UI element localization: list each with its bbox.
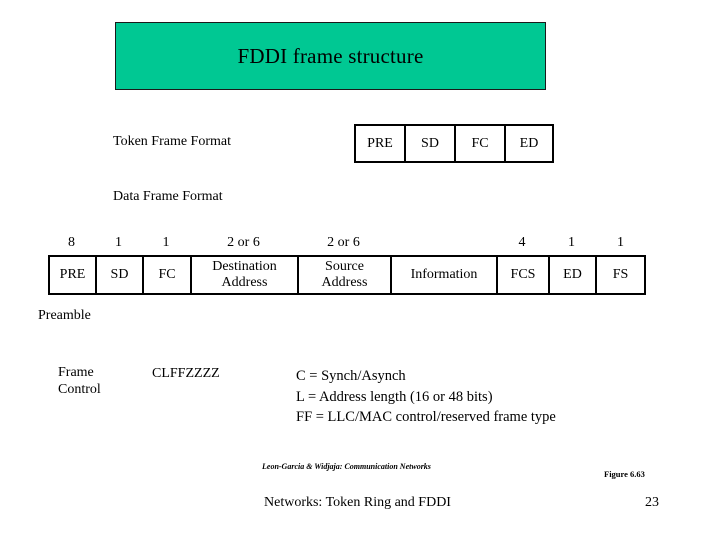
size-label-pre: 8	[68, 235, 75, 250]
data-field-fcs: FCS	[496, 255, 548, 295]
token-field-fc: FC	[454, 124, 504, 163]
data-field-fc: FC	[142, 255, 190, 295]
figure-number-label: Figure 6.63	[604, 469, 645, 479]
preamble-annotation: Preamble	[38, 308, 91, 323]
frame-control-legend: C = Synch/Asynch L = Address length (16 …	[296, 366, 556, 428]
size-label-source-address: 2 or 6	[327, 235, 360, 250]
token-field-ed: ED	[504, 124, 554, 163]
source-address-line1: Source	[325, 259, 364, 275]
token-field-pre: PRE	[354, 124, 404, 163]
footer-page-number: 23	[645, 495, 659, 510]
slide-title-banner: FDDI frame structure	[115, 22, 546, 90]
attribution-authors: Leon-Garcia & Widjaja:	[262, 462, 343, 471]
data-field-source-address: Source Address	[297, 255, 390, 295]
frame-control-bits: CLFFZZZZ	[152, 366, 220, 381]
size-label-ed: 1	[568, 235, 575, 250]
data-frame-diagram: PRE SD FC Destination Address Source Add…	[48, 255, 646, 295]
size-label-fc: 1	[162, 235, 170, 250]
data-field-ed: ED	[548, 255, 595, 295]
token-frame-format-label: Token Frame Format	[113, 134, 231, 149]
data-field-fs: FS	[595, 255, 646, 295]
token-frame-diagram: PRE SD FC ED	[354, 124, 554, 163]
destination-address-line1: Destination	[212, 259, 277, 275]
frame-control-line2: Control	[58, 381, 101, 397]
legend-line-ff: FF = LLC/MAC control/reserved frame type	[296, 409, 556, 426]
page-title: FDDI frame structure	[237, 43, 424, 68]
frame-control-line1: Frame	[58, 365, 94, 380]
source-attribution: Leon-Garcia & Widjaja: Communication Net…	[262, 463, 431, 471]
size-label-fcs: 4	[518, 235, 526, 250]
legend-line-c: C = Synch/Asynch	[296, 368, 406, 384]
footer-subject-label: Networks: Token Ring and FDDI	[264, 495, 451, 510]
destination-address-line2: Address	[221, 275, 268, 290]
size-label-sd: 1	[115, 235, 122, 250]
size-label-fs: 1	[617, 235, 624, 250]
data-field-destination-address: Destination Address	[190, 255, 297, 295]
data-field-information: Information	[390, 255, 496, 295]
data-frame-format-label: Data Frame Format	[113, 189, 223, 204]
attribution-book-title: Communication Networks	[344, 462, 431, 471]
token-field-sd: SD	[404, 124, 454, 163]
frame-control-annotation: Frame Control	[58, 365, 101, 398]
source-address-line2: Address	[321, 275, 368, 290]
size-label-destination-address: 2 or 6	[227, 235, 260, 250]
data-field-pre: PRE	[48, 255, 95, 295]
data-field-sd: SD	[95, 255, 142, 295]
legend-line-l: L = Address length (16 or 48 bits)	[296, 388, 493, 405]
